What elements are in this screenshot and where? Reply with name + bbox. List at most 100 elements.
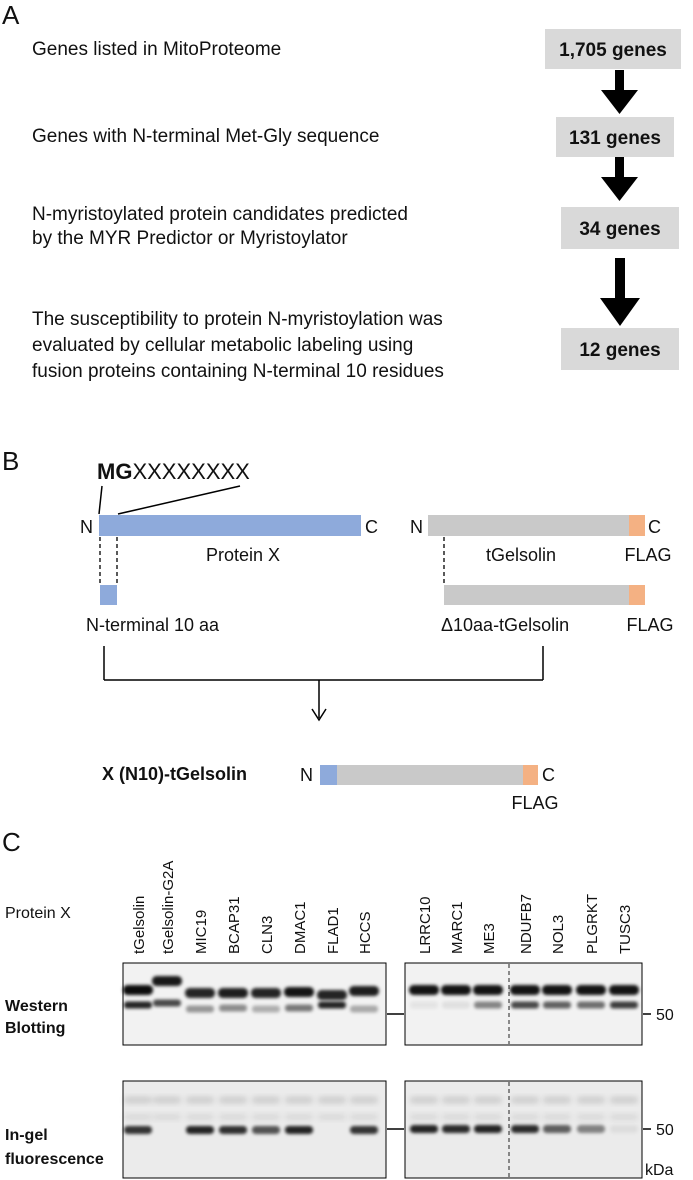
western-band-lower [124, 1001, 152, 1009]
tgelsolin-n-terminus: N [410, 517, 423, 537]
sequence-pointer-right [117, 485, 241, 515]
fluor-background-band [124, 1114, 152, 1120]
fluor-band [410, 1125, 438, 1133]
fluor-background-band [410, 1096, 438, 1104]
step-4-text-line-3: fusion proteins containing N-terminal 10… [32, 361, 444, 382]
fluor-background-band [285, 1096, 313, 1104]
step-2-count-box [556, 117, 674, 157]
fluor-background-band [410, 1114, 438, 1120]
western-bands-right [409, 985, 639, 1009]
fluor-background-band [511, 1096, 539, 1104]
western-band-upper [349, 986, 379, 996]
western-band-upper [473, 985, 503, 995]
fluor-gel-right [404, 1080, 643, 1179]
step-1-count: 1,705 genes [559, 40, 667, 61]
lane-label-left-7: HCCS [357, 911, 374, 954]
step-2-text: Genes with N-terminal Met-Gly sequence [32, 126, 379, 147]
western-band-lower [610, 1001, 638, 1009]
western-band-lower [350, 1005, 378, 1013]
fluor-band [577, 1125, 605, 1133]
protein-x-c-terminus: C [365, 517, 378, 537]
fusion-c-terminus: C [542, 765, 555, 785]
fluor-background-band [442, 1114, 470, 1120]
fluor-band [186, 1126, 214, 1134]
fluor-background-band [474, 1114, 502, 1120]
lane-label-right-0: LRRC10 [417, 896, 434, 954]
fluor-band [511, 1125, 539, 1133]
lane-label-right-4: NOL3 [550, 915, 567, 954]
step-3-text-line-1: N-myristoylated protein candidates predi… [32, 204, 408, 225]
western-band-lower [410, 1001, 438, 1009]
fluor-background-band [186, 1114, 214, 1120]
fluor-background-band [186, 1096, 214, 1104]
western-band-upper [123, 985, 153, 995]
kda-label: kDa [645, 1162, 674, 1179]
flow-arrow-2 [601, 157, 638, 201]
fluor-background-band [610, 1114, 638, 1120]
fluor-background-band [219, 1114, 247, 1120]
lane-label-left-1: tGelsolin-G2A [160, 861, 177, 954]
step-3-count: 34 genes [579, 219, 660, 240]
step-2-count: 131 genes [569, 128, 661, 149]
fluor-background-band [318, 1096, 346, 1104]
fluor-band [252, 1126, 280, 1134]
western-band-upper [152, 976, 182, 986]
step-1-text: Genes listed in MitoProteome [32, 39, 281, 60]
lane-label-left-2: MIC19 [193, 910, 210, 954]
western-band-lower [511, 1001, 539, 1009]
western-band-lower [219, 1004, 247, 1012]
fluor-marker-50: 50 [656, 1122, 674, 1139]
step-3-text-line-2: by the MYR Predictor or Myristoylator [32, 228, 348, 249]
fluor-background-band [219, 1096, 247, 1104]
western-band-lower [442, 1001, 470, 1009]
fluor-background-band [153, 1114, 181, 1120]
tgelsolin-c-terminus: C [648, 517, 661, 537]
fluor-band [285, 1126, 313, 1134]
panel-b-label: B [2, 446, 19, 476]
step-3-count-box [561, 207, 679, 249]
flow-arrow-1 [601, 70, 638, 114]
fusion-flag-label: FLAG [511, 793, 558, 813]
flow-arrow-3 [600, 258, 640, 326]
fluor-label-line-2: fluorescence [5, 1151, 104, 1168]
western-label-line-1: Western [5, 998, 68, 1015]
fluor-band [474, 1125, 502, 1133]
step-4-text-line-2: evaluated by cellular metabolic labeling… [32, 335, 413, 356]
panel-b-schematic: MGXXXXXXXX N C Protein X N-terminal 10 a… [80, 459, 674, 813]
sequence-mg: MG [97, 459, 132, 484]
fluor-background-band [543, 1114, 571, 1120]
sequence-pointer-left [98, 485, 103, 515]
panel-c-label: C [2, 827, 21, 857]
fluor-band [124, 1126, 152, 1134]
panel-a-flowchart: Genes listed in MitoProteome 1,705 genes… [32, 29, 681, 382]
western-label-line-2: Blotting [5, 1020, 65, 1037]
lane-label-right-2: ME3 [481, 923, 498, 954]
western-blot-right [404, 962, 643, 1046]
lane-label-left-4: CLN3 [259, 916, 276, 954]
fluor-background-band [511, 1114, 539, 1120]
fluor-band [543, 1125, 571, 1133]
fusion-n-terminus: N [300, 765, 313, 785]
fusion-gelsolin-bar [337, 765, 523, 785]
fluor-background-band [252, 1096, 280, 1104]
fluor-background-band [252, 1114, 280, 1120]
fluor-bands-right [410, 1096, 638, 1133]
fluor-background-band [285, 1114, 313, 1120]
fluor-background-band [318, 1114, 346, 1120]
tgelsolin-flag-tag [629, 515, 645, 536]
lane-label-left-3: BCAP31 [226, 896, 243, 954]
step-4-count: 12 genes [579, 340, 660, 361]
panel-a-label: A [2, 0, 20, 30]
western-marker-50: 50 [656, 1007, 674, 1024]
lane-label-left-6: FLAD1 [325, 907, 342, 954]
western-band-lower [186, 1005, 214, 1013]
fluor-background-band [153, 1096, 181, 1104]
western-band-upper [542, 985, 572, 995]
fluor-band [610, 1125, 638, 1133]
delta-flag-label: FLAG [626, 615, 673, 635]
delta-tgelsolin-label: Δ10aa-tGelsolin [441, 615, 569, 635]
western-band-upper [576, 985, 606, 995]
western-band-lower [577, 1001, 605, 1009]
western-blot-left [122, 962, 387, 1046]
